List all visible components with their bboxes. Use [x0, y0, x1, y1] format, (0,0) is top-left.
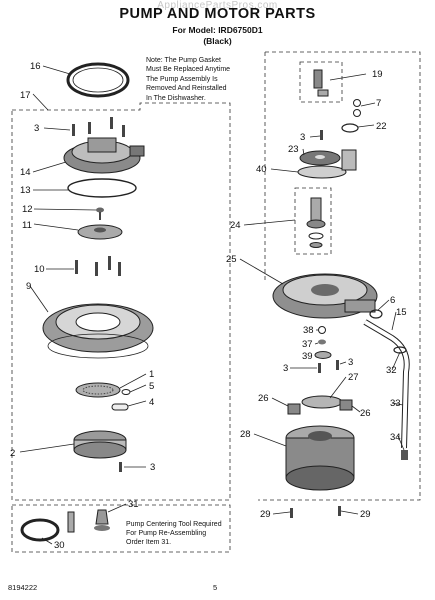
- callout-15: 15: [396, 307, 407, 318]
- o-rings-7: [353, 99, 361, 117]
- callout-14: 14: [20, 167, 31, 178]
- callout-31: 31: [128, 499, 139, 510]
- callout-6: 6: [390, 295, 395, 306]
- seal-37: [318, 339, 326, 345]
- callout-1: 1: [149, 369, 154, 380]
- callout-26: 26: [258, 393, 269, 404]
- note-line: Removed And Reinstalled: [146, 85, 227, 93]
- callout-5: 5: [149, 381, 154, 392]
- callout-4: 4: [149, 397, 154, 408]
- screw-3-bottom: [119, 462, 122, 472]
- callout-30: 30: [54, 540, 65, 551]
- callout-23: 23: [288, 144, 299, 155]
- motor-housing-25: [272, 273, 378, 319]
- pump-base-9: [42, 303, 154, 359]
- screw-3-upper-right: [320, 130, 323, 140]
- washer-12: [96, 207, 104, 220]
- watermark: AppliancePartsPros.com: [157, 0, 278, 11]
- o-ring-13: [67, 178, 137, 198]
- sensor-19: [313, 69, 329, 97]
- callout-10: 10: [34, 264, 45, 275]
- note-line: Note: The Pump Gasket: [146, 57, 221, 64]
- note-line: The Pump Assembly Is: [146, 75, 218, 83]
- callout-12: 12: [22, 204, 33, 215]
- pump-gasket-note: Note: The Pump Gasket Must Be Replaced A…: [146, 56, 296, 103]
- callout-19: 19: [372, 69, 383, 80]
- callout-11: 11: [22, 220, 32, 231]
- callout-29: 29: [260, 509, 271, 520]
- callout-17: 17: [20, 90, 31, 101]
- callout-40: 40: [256, 164, 267, 175]
- assembly-boundaries: [11, 51, 421, 553]
- motor-plate-27: [301, 395, 343, 409]
- seal-23: [299, 150, 341, 166]
- tool-note-line: Pump Centering Tool Required: [126, 521, 222, 528]
- callout-32: 32: [386, 365, 397, 376]
- callout-33: 33: [390, 398, 401, 409]
- clamp-6: [369, 309, 383, 319]
- tool-note-line: For Pump Re-Assembling: [126, 530, 207, 537]
- leader-lines: [19, 65, 405, 545]
- screws-29: [290, 506, 341, 518]
- page-title: PUMP AND MOTOR PARTS: [119, 6, 316, 22]
- callout-29: 29: [360, 509, 371, 520]
- mount-26-right: [339, 399, 353, 411]
- screws-3-mid-right: [318, 360, 339, 373]
- screws-10: [75, 256, 121, 276]
- spring-clip-5: [121, 389, 131, 395]
- mount-26-left: [287, 403, 301, 415]
- filter-housing-2: [73, 430, 127, 459]
- callout-22: 22: [376, 121, 387, 132]
- impeller-11: [77, 224, 123, 240]
- drain-hose-15: [363, 319, 410, 449]
- callout-25: 25: [226, 254, 237, 265]
- page-number: 5: [213, 583, 218, 592]
- screws-3-left: [72, 117, 125, 137]
- shaft-assembly-24: [306, 197, 326, 248]
- grommet-38: [318, 326, 326, 334]
- callout-34: 34: [390, 432, 401, 443]
- callout-3: 3: [348, 357, 353, 368]
- callout-37: 37: [302, 339, 313, 350]
- note-line: Must Be Replaced Anytime: [146, 66, 231, 74]
- bottom-drain-clamp-34: [401, 450, 408, 460]
- callout-38: 38: [303, 325, 314, 336]
- callout-28: 28: [240, 429, 251, 440]
- note-line: In The Dishwasher.: [146, 94, 206, 102]
- clip-22: [341, 123, 359, 133]
- callout-3: 3: [300, 132, 305, 143]
- chopper-blade-1: [75, 382, 121, 398]
- callout-2: 2: [10, 448, 15, 459]
- callout-24: 24: [230, 220, 241, 231]
- callout-9: 9: [26, 281, 31, 292]
- clamp-32: [393, 346, 407, 354]
- centering-tool-31: [94, 509, 110, 531]
- callout-3: 3: [283, 363, 288, 374]
- motor-28: [285, 425, 355, 491]
- callout-26: 26: [360, 408, 371, 419]
- callout-3: 3: [34, 123, 39, 134]
- bearing-39: [314, 351, 332, 359]
- callout-16: 16: [30, 61, 41, 72]
- callout-39: 39: [302, 351, 313, 362]
- model-line: For Model: IRD6750D1: [172, 25, 263, 35]
- color-line: (Black): [203, 36, 232, 46]
- callout-3: 3: [150, 462, 155, 473]
- centering-tool-note: Pump Centering Tool Required For Pump Re…: [126, 520, 236, 547]
- callout-7: 7: [376, 98, 381, 109]
- callout-labels: 16 17 3 14 13 12 11 10 9 1 5 4 2 3 31 30…: [10, 61, 407, 551]
- centering-tool-30: [20, 511, 75, 542]
- pump-gasket-16: [66, 62, 130, 98]
- tool-note-line: Order Item 31.: [126, 539, 172, 546]
- callout-13: 13: [20, 185, 31, 196]
- document-number: 8194222: [8, 583, 38, 592]
- retainer-4: [111, 403, 129, 411]
- pump-housing-14: [63, 137, 145, 174]
- callout-27: 27: [348, 372, 359, 383]
